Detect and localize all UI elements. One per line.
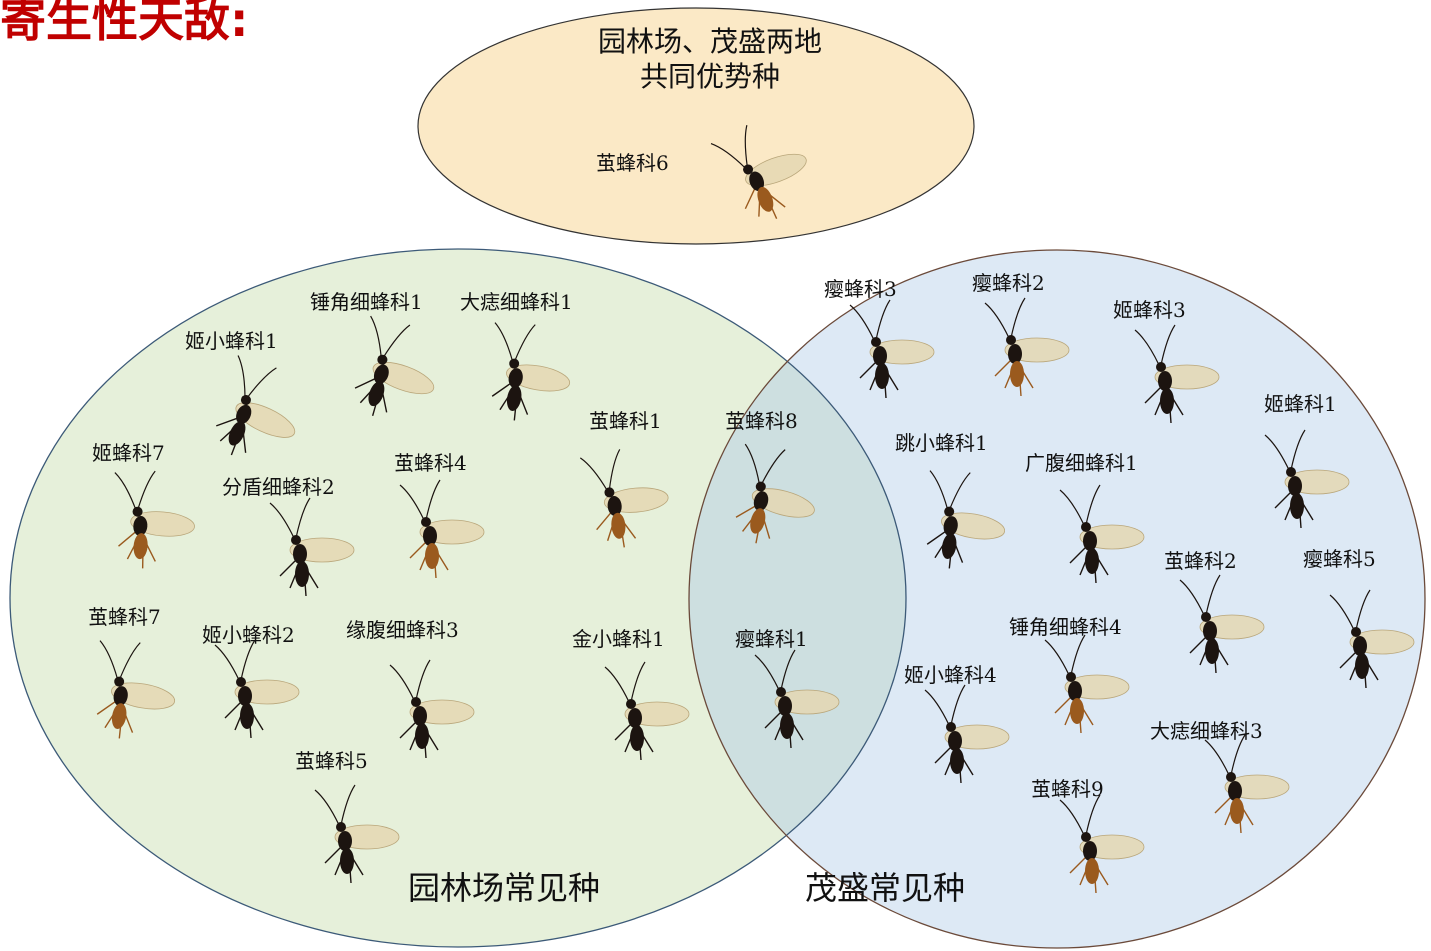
species-label: 缘腹细蜂科3 bbox=[346, 620, 459, 640]
species-label: 茧蜂科7 bbox=[88, 607, 161, 627]
species-label: 瘿蜂科3 bbox=[824, 279, 897, 299]
species-label: 茧蜂科5 bbox=[295, 751, 368, 771]
species-label: 锤角细蜂科1 bbox=[310, 292, 423, 312]
species-label: 广腹细蜂科1 bbox=[1025, 453, 1138, 473]
top-title-line2: 共同优势种 bbox=[580, 59, 840, 94]
species-label: 茧蜂科9 bbox=[1031, 779, 1104, 799]
species-label: 瘿蜂科2 bbox=[972, 273, 1045, 293]
right-region-title: 茂盛常见种 bbox=[805, 872, 965, 904]
species-label: 姬蜂科1 bbox=[1264, 394, 1337, 414]
species-label: 姬小蜂科4 bbox=[904, 665, 997, 685]
species-label: 瘿蜂科5 bbox=[1303, 549, 1376, 569]
species-label: 锤角细蜂科4 bbox=[1009, 617, 1122, 637]
top-title-line1: 园林场、茂盛两地 bbox=[580, 24, 840, 59]
species-label: 姬小蜂科1 bbox=[185, 331, 278, 351]
species-label: 金小蜂科1 bbox=[572, 629, 665, 649]
species-label: 瘿蜂科1 bbox=[735, 629, 808, 649]
species-label: 茧蜂科8 bbox=[725, 411, 798, 431]
left-region-title: 园林场常见种 bbox=[408, 872, 600, 904]
species-label: 茧蜂科2 bbox=[1164, 551, 1237, 571]
species-label: 跳小蜂科1 bbox=[895, 433, 988, 453]
species-label: 茧蜂科4 bbox=[394, 453, 467, 473]
species-label: 姬小蜂科2 bbox=[202, 625, 295, 645]
species-label: 姬蜂科7 bbox=[92, 443, 165, 463]
species-label: 茧蜂科1 bbox=[589, 411, 662, 431]
species-label: 分盾细蜂科2 bbox=[222, 477, 335, 497]
top-region-title: 园林场、茂盛两地 共同优势种 bbox=[580, 24, 840, 94]
species-label: 大痣细蜂科3 bbox=[1150, 721, 1263, 741]
species-label: 姬蜂科3 bbox=[1113, 300, 1186, 320]
species-label: 茧蜂科6 bbox=[596, 153, 669, 173]
species-label: 大痣细蜂科1 bbox=[460, 292, 573, 312]
